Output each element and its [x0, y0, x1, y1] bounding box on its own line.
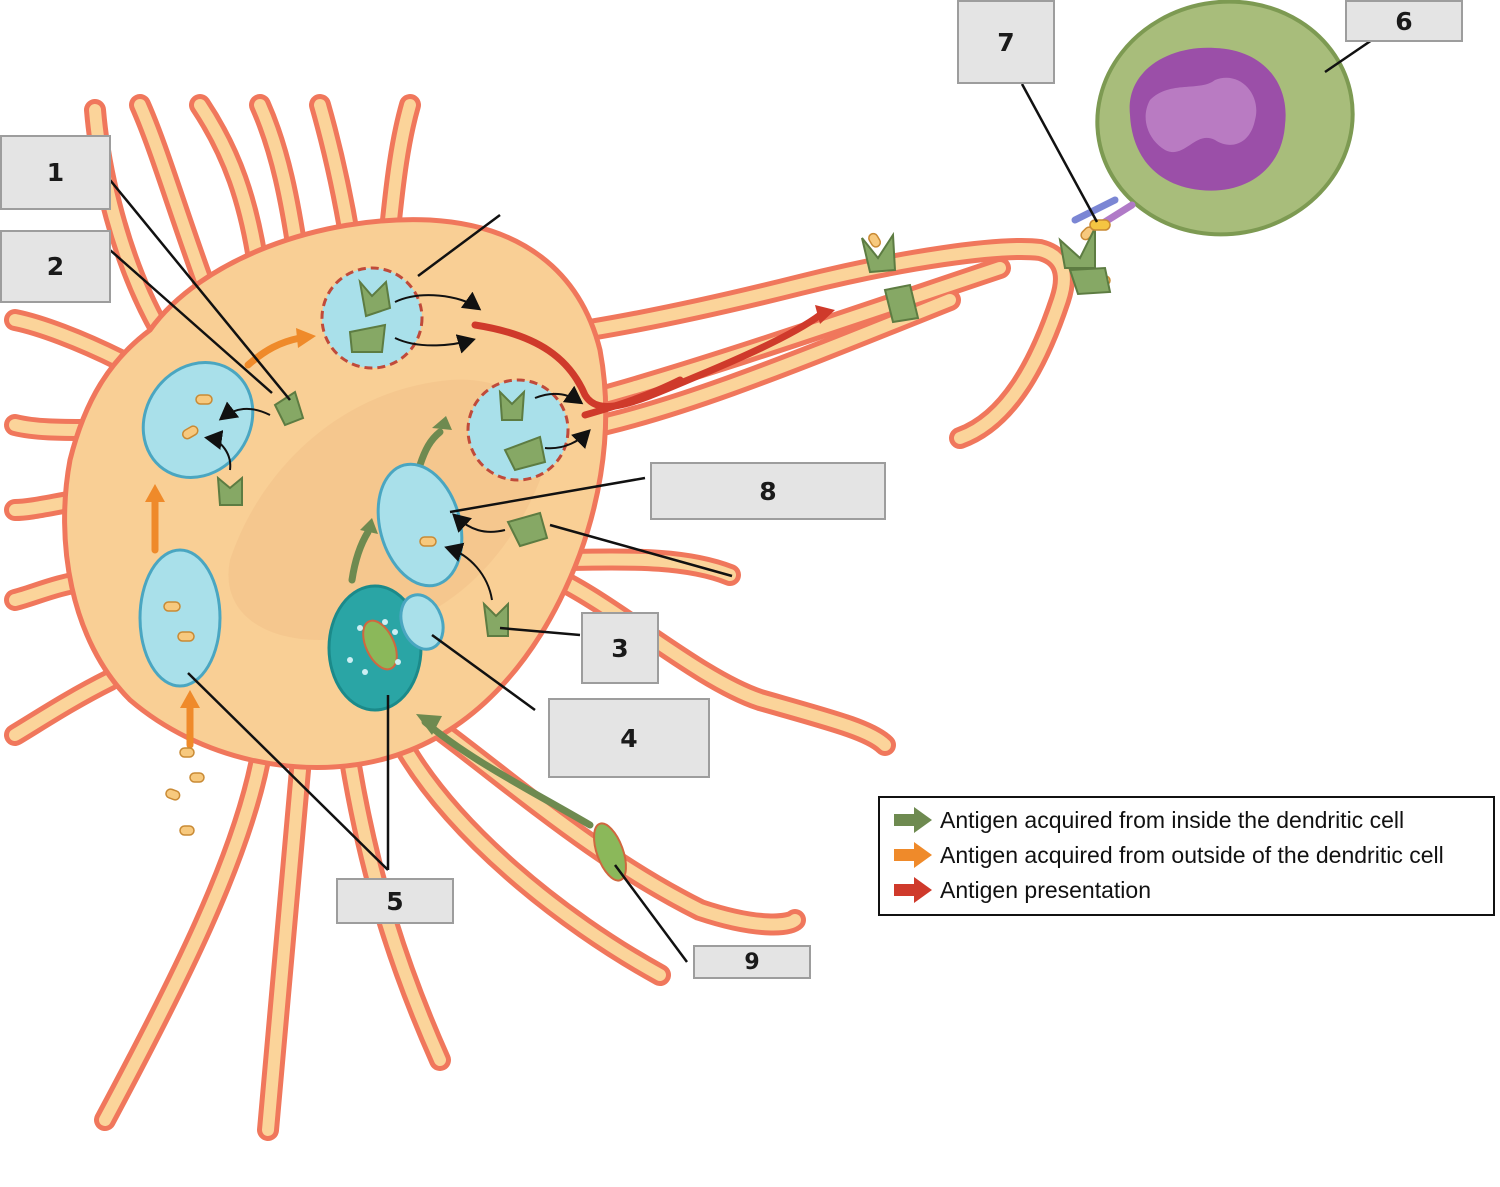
leader-6	[1324, 38, 1373, 74]
orange-arrow-icon	[894, 842, 932, 868]
leader-5a	[187, 672, 389, 871]
label-5-text: 5	[386, 886, 404, 916]
label-box-9[interactable]: 9	[693, 945, 811, 979]
green-arrow-upper-head	[432, 416, 452, 430]
label-4-text: 4	[620, 723, 638, 753]
leader-unlabeled-top	[417, 213, 501, 278]
green-arrow-dendrite-head	[416, 714, 442, 735]
green-arrow-lower-head	[360, 518, 378, 534]
legend-inside-text: Antigen acquired from inside the dendrit…	[940, 806, 1405, 833]
label-2-text: 2	[46, 252, 65, 281]
legend-row-inside: Antigen acquired from inside the dendrit…	[892, 803, 1404, 837]
orange-arrow-top	[244, 334, 304, 369]
pathway-arrows	[145, 305, 835, 829]
leader-7	[1020, 83, 1099, 223]
green-arrow-icon	[894, 807, 932, 833]
legend-row-outside: Antigen acquired from outside of the den…	[892, 838, 1444, 872]
leader-4	[431, 633, 536, 712]
mhc-vesicle-right-a	[498, 389, 526, 421]
legend: Antigen acquired from inside the dendrit…	[878, 796, 1495, 916]
leader-9	[613, 864, 689, 963]
leader-8	[449, 476, 646, 514]
legend-row-presentation: Antigen presentation	[892, 873, 1151, 907]
green-arrow-upper	[416, 428, 444, 469]
mhc-free-middle	[506, 511, 549, 548]
label-9-text: 9	[744, 949, 760, 975]
mhc-molecules	[216, 227, 1112, 882]
leader-2	[109, 249, 273, 394]
engulfed-pathogen	[362, 619, 398, 671]
dashed-vesicle-top	[320, 266, 424, 370]
label-box-4[interactable]: 4	[548, 698, 710, 778]
legend-presentation-text: Antigen presentation	[940, 876, 1151, 903]
label-box-3[interactable]: 3	[581, 612, 659, 684]
label-6-text: 6	[1395, 6, 1413, 36]
label-box-5[interactable]: 5	[336, 878, 454, 924]
tcr-receptor-blue	[1071, 196, 1119, 224]
leader-unlabeled-middle	[549, 523, 733, 578]
mhc-vesicle-right-b	[503, 435, 547, 472]
label-7-text: 7	[997, 27, 1015, 57]
t-cell	[1071, 0, 1355, 237]
curved-arrows	[204, 291, 591, 601]
red-arrow-icon	[894, 877, 932, 903]
leader-1	[109, 179, 291, 401]
phagosome-dots	[347, 619, 401, 675]
red-arrow-presentation-head	[815, 305, 835, 324]
legend-outside-text: Antigen acquired from outside of the den…	[940, 841, 1444, 868]
orange-arrow-top-head	[296, 328, 316, 348]
label-box-2[interactable]: 2	[0, 230, 111, 303]
mhc-dendrite-b	[883, 283, 920, 324]
green-arrow-dendrite	[421, 718, 594, 829]
label-box-8[interactable]: 8	[650, 462, 886, 520]
label-box-6[interactable]: 6	[1345, 0, 1463, 42]
label-box-1[interactable]: 1	[0, 135, 111, 210]
mhc-vesicle-top-b	[348, 323, 387, 353]
mhc-free-left	[216, 475, 243, 506]
t-cell-chromatin	[1145, 77, 1257, 153]
leader-3	[499, 626, 581, 637]
vesicle-lower-left	[138, 548, 222, 688]
tcr-antigen-contact	[1089, 219, 1111, 231]
orange-arrow-entry-head	[180, 690, 200, 708]
orange-arrow-up-head	[145, 484, 165, 502]
red-arrow-presentation-b	[581, 376, 684, 419]
mhc-vesicle-top-a	[358, 278, 392, 318]
mhc-surface-b	[1068, 266, 1112, 296]
label-8-text: 8	[759, 476, 777, 506]
pathogen-in-dendrite	[593, 822, 627, 882]
label-1-text: 1	[46, 158, 65, 187]
label-box-7[interactable]: 7	[957, 0, 1055, 84]
label-3-text: 3	[611, 633, 629, 663]
green-arrow-lower	[348, 528, 372, 584]
mhc-dendrite-a	[861, 231, 897, 274]
leader-lines	[109, 38, 1373, 963]
mhc-surface-a	[1058, 227, 1096, 269]
